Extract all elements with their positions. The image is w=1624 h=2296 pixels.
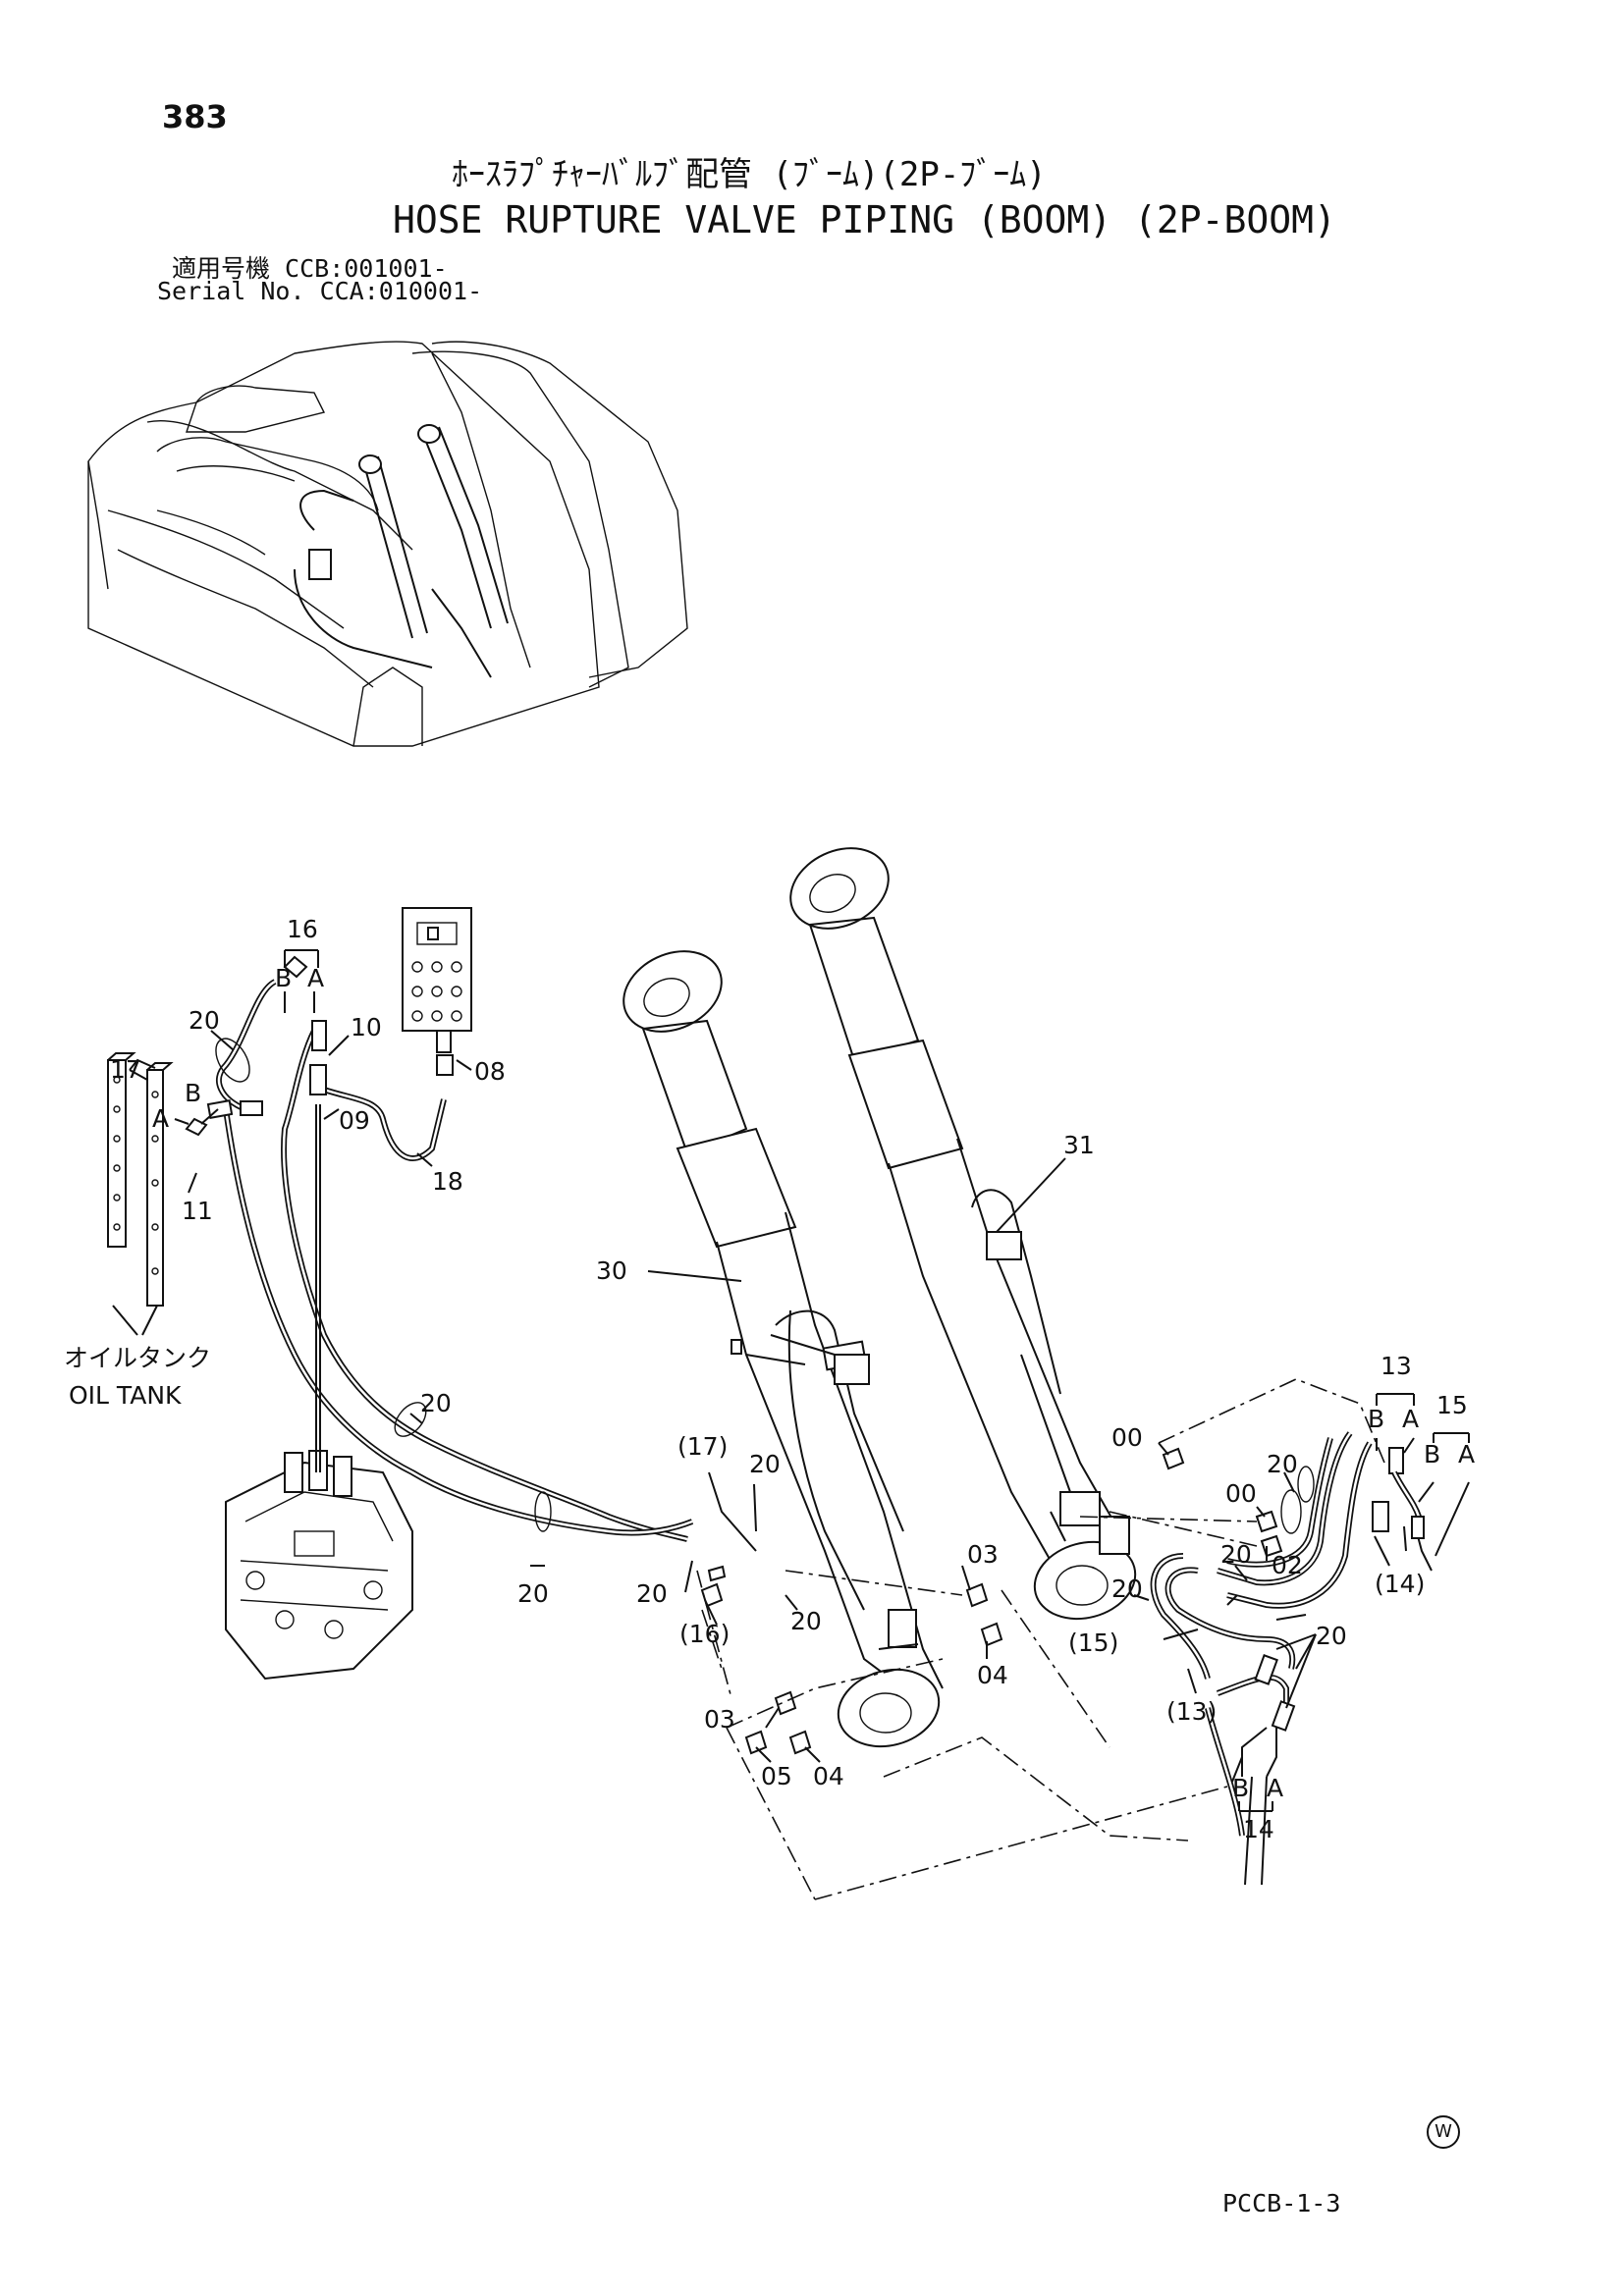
pilot-valve-block	[402, 907, 472, 1053]
callout-14-a: A	[1267, 1774, 1283, 1802]
callout-05: 05	[761, 1762, 792, 1790]
callout-00-a: 00	[1111, 1423, 1143, 1452]
callout-15-paren: (15)	[1068, 1629, 1118, 1657]
callout-18: 18	[432, 1167, 463, 1196]
callout-20-c: 20	[517, 1579, 549, 1608]
callout-20-e: 20	[636, 1579, 668, 1608]
callout-15-b: B	[1424, 1440, 1440, 1468]
callout-20-b: 20	[420, 1389, 452, 1417]
callout-04-a: 04	[977, 1661, 1008, 1689]
callout-17: 17	[110, 1055, 141, 1084]
page-number: 383	[162, 98, 228, 135]
callout-31: 31	[1063, 1131, 1095, 1159]
callout-17-a: A	[152, 1104, 169, 1133]
callout-20-f: 20	[790, 1607, 822, 1635]
callout-00-b: 00	[1225, 1479, 1257, 1508]
callout-20-h: 20	[1220, 1540, 1252, 1569]
callout-20: 20	[189, 1006, 220, 1035]
callout-02: 02	[1272, 1551, 1303, 1579]
boom-cylinder-30	[623, 950, 944, 1748]
callout-14-paren: (14)	[1375, 1570, 1425, 1598]
callout-17-paren: (17)	[677, 1432, 728, 1461]
callout-17-b: B	[185, 1079, 201, 1107]
callout-09: 09	[339, 1106, 370, 1135]
callout-13: 13	[1380, 1352, 1412, 1380]
control-valve	[225, 1450, 413, 1681]
serial-range-english: Serial No. CCA:010001-	[157, 277, 483, 305]
guide-lines	[696, 1378, 1385, 1900]
leader-lines	[112, 949, 1470, 1812]
callout-10: 10	[351, 1013, 382, 1041]
title-english: HOSE RUPTURE VALVE PIPING (BOOM) (2P-BOO…	[393, 198, 1336, 241]
callout-20-i: 20	[1111, 1575, 1143, 1603]
callout-04-b: 04	[813, 1762, 844, 1790]
right-hoses	[1150, 1431, 1433, 1886]
machine-overview	[87, 341, 688, 747]
callout-13-a: A	[1402, 1405, 1419, 1433]
callout-16-b: B	[275, 964, 292, 992]
callout-14-b: B	[1232, 1774, 1249, 1802]
boom-cylinder-31	[789, 847, 1137, 1621]
callout-20-j: 20	[1316, 1622, 1347, 1650]
callout-20-d: 20	[749, 1450, 781, 1478]
callout-15-a: A	[1458, 1440, 1475, 1468]
serial-range-japanese: 適用号機 CCB:001001-	[172, 254, 448, 283]
callout-16-a: A	[307, 964, 324, 992]
left-hoses	[185, 979, 694, 1542]
oil-tank-label-en: OIL TANK	[69, 1381, 182, 1410]
callout-08: 08	[474, 1057, 506, 1086]
callout-16-paren: (16)	[679, 1620, 730, 1648]
callout-03-a: 03	[967, 1540, 999, 1569]
title-japanese: ﾎｰｽﾗﾌﾟﾁｬｰﾊﾞﾙﾌﾞ配管 (ﾌﾞｰﾑ)(2P-ﾌﾞｰﾑ)	[452, 155, 1047, 194]
oil-tank-label-jp: オイルタンク	[64, 1344, 211, 1372]
callout-30: 30	[596, 1256, 627, 1285]
w-mark-icon: W	[1427, 2115, 1460, 2149]
callout-20-g: 20	[1267, 1450, 1298, 1478]
fittings	[283, 955, 1283, 1755]
callout-13-b: B	[1368, 1405, 1384, 1433]
callout-03-b: 03	[704, 1705, 735, 1734]
callout-13-paren: (13)	[1166, 1697, 1217, 1726]
callout-14: 14	[1243, 1815, 1274, 1843]
callout-16: 16	[287, 915, 318, 943]
callout-11: 11	[182, 1197, 213, 1225]
document-code: PCCB-1-3	[1222, 2189, 1341, 2217]
callout-15: 15	[1436, 1391, 1468, 1419]
oil-tank-brackets	[107, 1052, 174, 1307]
